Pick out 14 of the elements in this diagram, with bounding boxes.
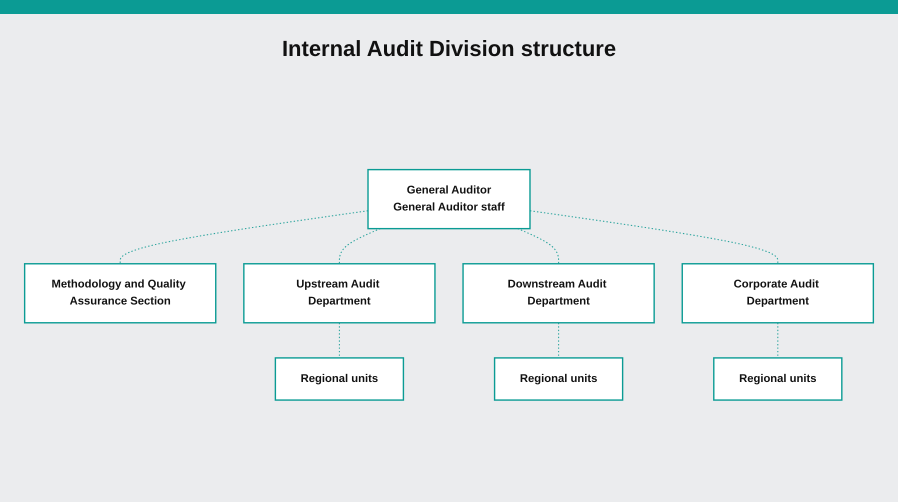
connector <box>530 210 778 264</box>
node-box: Regional units <box>274 357 404 401</box>
node-box: Downstream Audit Department <box>462 263 655 324</box>
node-box: Methodology and Quality Assurance Section <box>24 263 216 324</box>
node-box: Regional units <box>494 357 624 401</box>
node-box: Corporate Audit Department <box>682 263 874 324</box>
diagram-title: Internal Audit Division structure <box>282 36 616 62</box>
connector <box>558 322 560 358</box>
node-box: Upstream Audit Department <box>243 263 436 324</box>
node-box: Regional units <box>713 357 843 401</box>
connector <box>120 210 368 264</box>
connector <box>338 322 340 358</box>
node-box: General Auditor General Auditor staff <box>367 169 531 230</box>
connector <box>777 322 778 358</box>
